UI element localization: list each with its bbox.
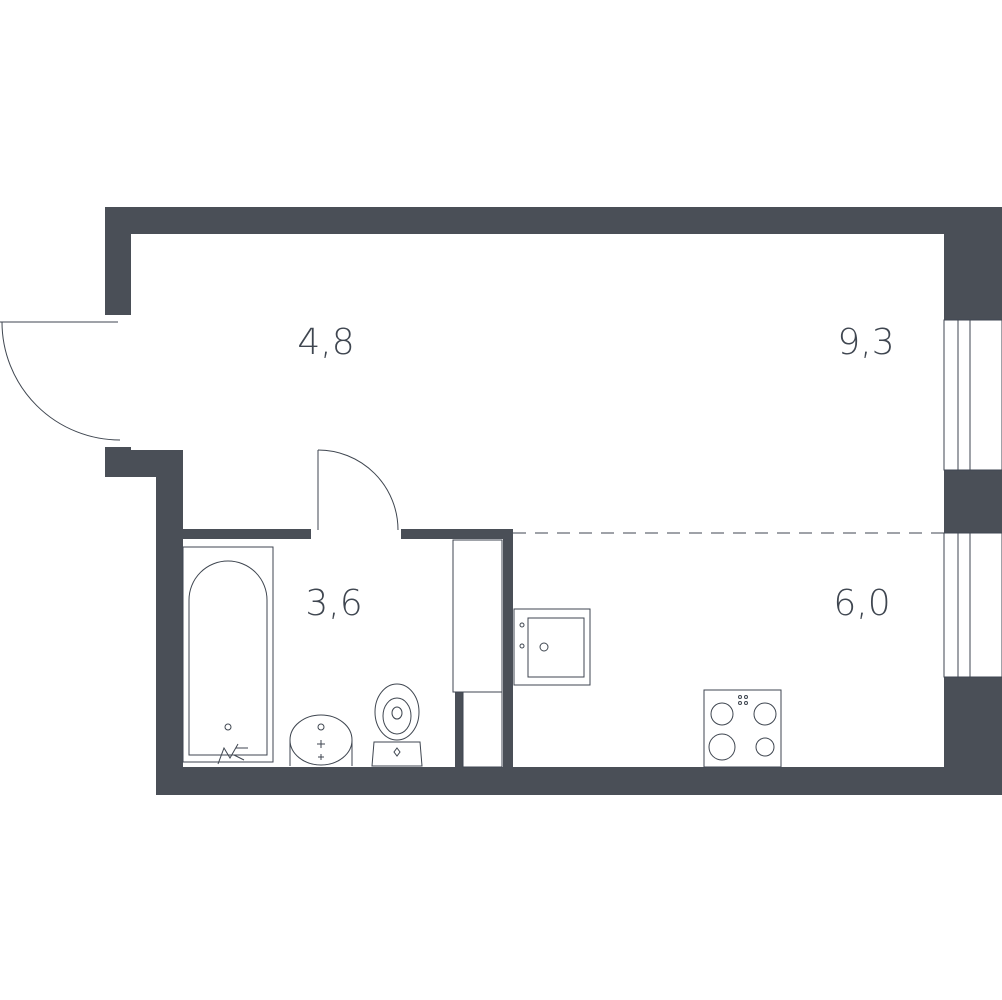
room-area-bathroom: 3,6: [305, 583, 362, 624]
walls: [105, 207, 1002, 795]
wall-bottom: [156, 767, 1002, 795]
wall-right-middle: [944, 470, 1002, 533]
washbasin-icon: [289, 714, 353, 766]
wall-left-vertical: [156, 450, 183, 795]
wall-right-top: [944, 207, 1002, 320]
wall-right-bottom: [944, 677, 1002, 795]
wall-top-left-vertical: [105, 207, 131, 315]
toilet-icon: [371, 683, 423, 767]
door-swing-icon: [0, 321, 121, 441]
room-area-living: 9,3: [837, 322, 894, 363]
wall-top: [105, 207, 1002, 234]
room-area-hallway: 4,8: [297, 322, 354, 363]
cooktop-icon: [703, 689, 782, 768]
kitchen-sink-icon: [513, 608, 591, 686]
cabinet-icon: [452, 539, 503, 768]
bathroom-door-icon: [317, 449, 399, 531]
bathtub-icon: [182, 546, 274, 765]
shaft-wall: [455, 692, 463, 767]
room-area-kitchen: 6,0: [833, 583, 890, 624]
bathroom-wall-right: [503, 529, 513, 795]
bathroom-wall-top-right: [401, 529, 513, 539]
window-icon: [943, 319, 1002, 678]
bathroom-wall-top-left: [181, 529, 311, 539]
